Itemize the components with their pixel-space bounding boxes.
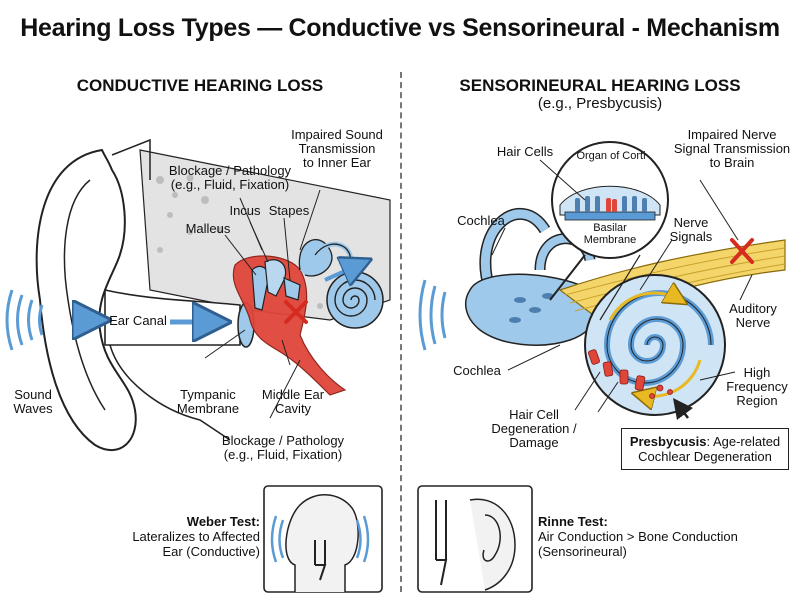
blocked-x-left	[284, 300, 308, 324]
sensorineural-subheading: (e.g., Presbycusis)	[537, 95, 663, 112]
organ-of-corti-magnifier	[549, 141, 669, 321]
section-divider	[400, 72, 402, 592]
conductive-leaders	[204, 189, 321, 419]
sensorineural-heading: SENSORINEURAL HEARING LOSS	[459, 76, 741, 95]
cochlea-spiral-left	[326, 271, 384, 329]
weber-test-text: Weber Test: Lateralizes to Affected Ear …	[132, 514, 260, 559]
label-tympanic-membrane: Tympanic Membrane	[176, 387, 240, 416]
label-ear-canal: Ear Canal	[109, 313, 167, 328]
label-basilar-membrane: Basilar Membrane	[583, 222, 637, 246]
label-incus: Incus	[229, 203, 261, 218]
sensorineural-diagram	[418, 141, 786, 420]
sound-waves-graphic	[5, 289, 44, 351]
label-hair-cells: Hair Cells	[496, 144, 554, 159]
presbycusis-term: Presbycusis	[629, 434, 707, 449]
label-malleus: Malleus	[185, 221, 231, 236]
blocked-x-right	[730, 238, 754, 264]
damaged-hair-cells	[588, 349, 673, 399]
label-cochlea-bottom: Cochlea	[453, 363, 501, 378]
conductive-heading: CONDUCTIVE HEARING LOSS	[76, 76, 324, 95]
sensorineural-leaders	[491, 159, 753, 413]
rinne-test-text: Rinne Test: Air Conduction > Bone Conduc…	[538, 514, 738, 559]
label-blockage-top: Blockage / Pathology (e.g., Fluid, Fixat…	[168, 163, 292, 192]
label-stapes: Stapes	[268, 203, 310, 218]
conductive-diagram	[5, 138, 391, 451]
incus-shape	[264, 259, 287, 297]
label-hair-cell-damage: Hair Cell Degeneration / Damage	[491, 407, 577, 450]
label-impaired-nerve: Impaired Nerve Signal Transmission to Br…	[673, 127, 791, 170]
presbycusis-callout: Presbycusis: Age-related Cochlear Degene…	[621, 428, 789, 470]
label-nerve-signals: Nerve Signals	[669, 215, 713, 244]
cochlea-spiral-right	[584, 274, 726, 416]
sound-waves-right	[418, 279, 447, 351]
label-impaired-sound: Impaired Sound Transmission to Inner Ear	[291, 127, 383, 170]
stapes-shape	[283, 277, 301, 301]
label-blockage-bottom: Blockage / Pathology (e.g., Fluid, Fixat…	[221, 433, 345, 462]
label-organ-of-corti: Organ of Corti	[576, 150, 646, 162]
label-high-frequency: High Frequency Region	[726, 365, 788, 408]
page-title: Hearing Loss Types — Conductive vs Senso…	[20, 14, 780, 42]
rinne-test-illustration	[417, 485, 533, 593]
label-sound-waves: Sound Waves	[13, 387, 53, 416]
label-middle-ear: Middle Ear Cavity	[261, 387, 325, 416]
signal-arrows	[608, 293, 702, 396]
label-auditory-nerve: Auditory Nerve	[729, 301, 777, 330]
weber-test-illustration	[263, 485, 383, 593]
label-cochlea-top: Cochlea	[457, 213, 505, 228]
